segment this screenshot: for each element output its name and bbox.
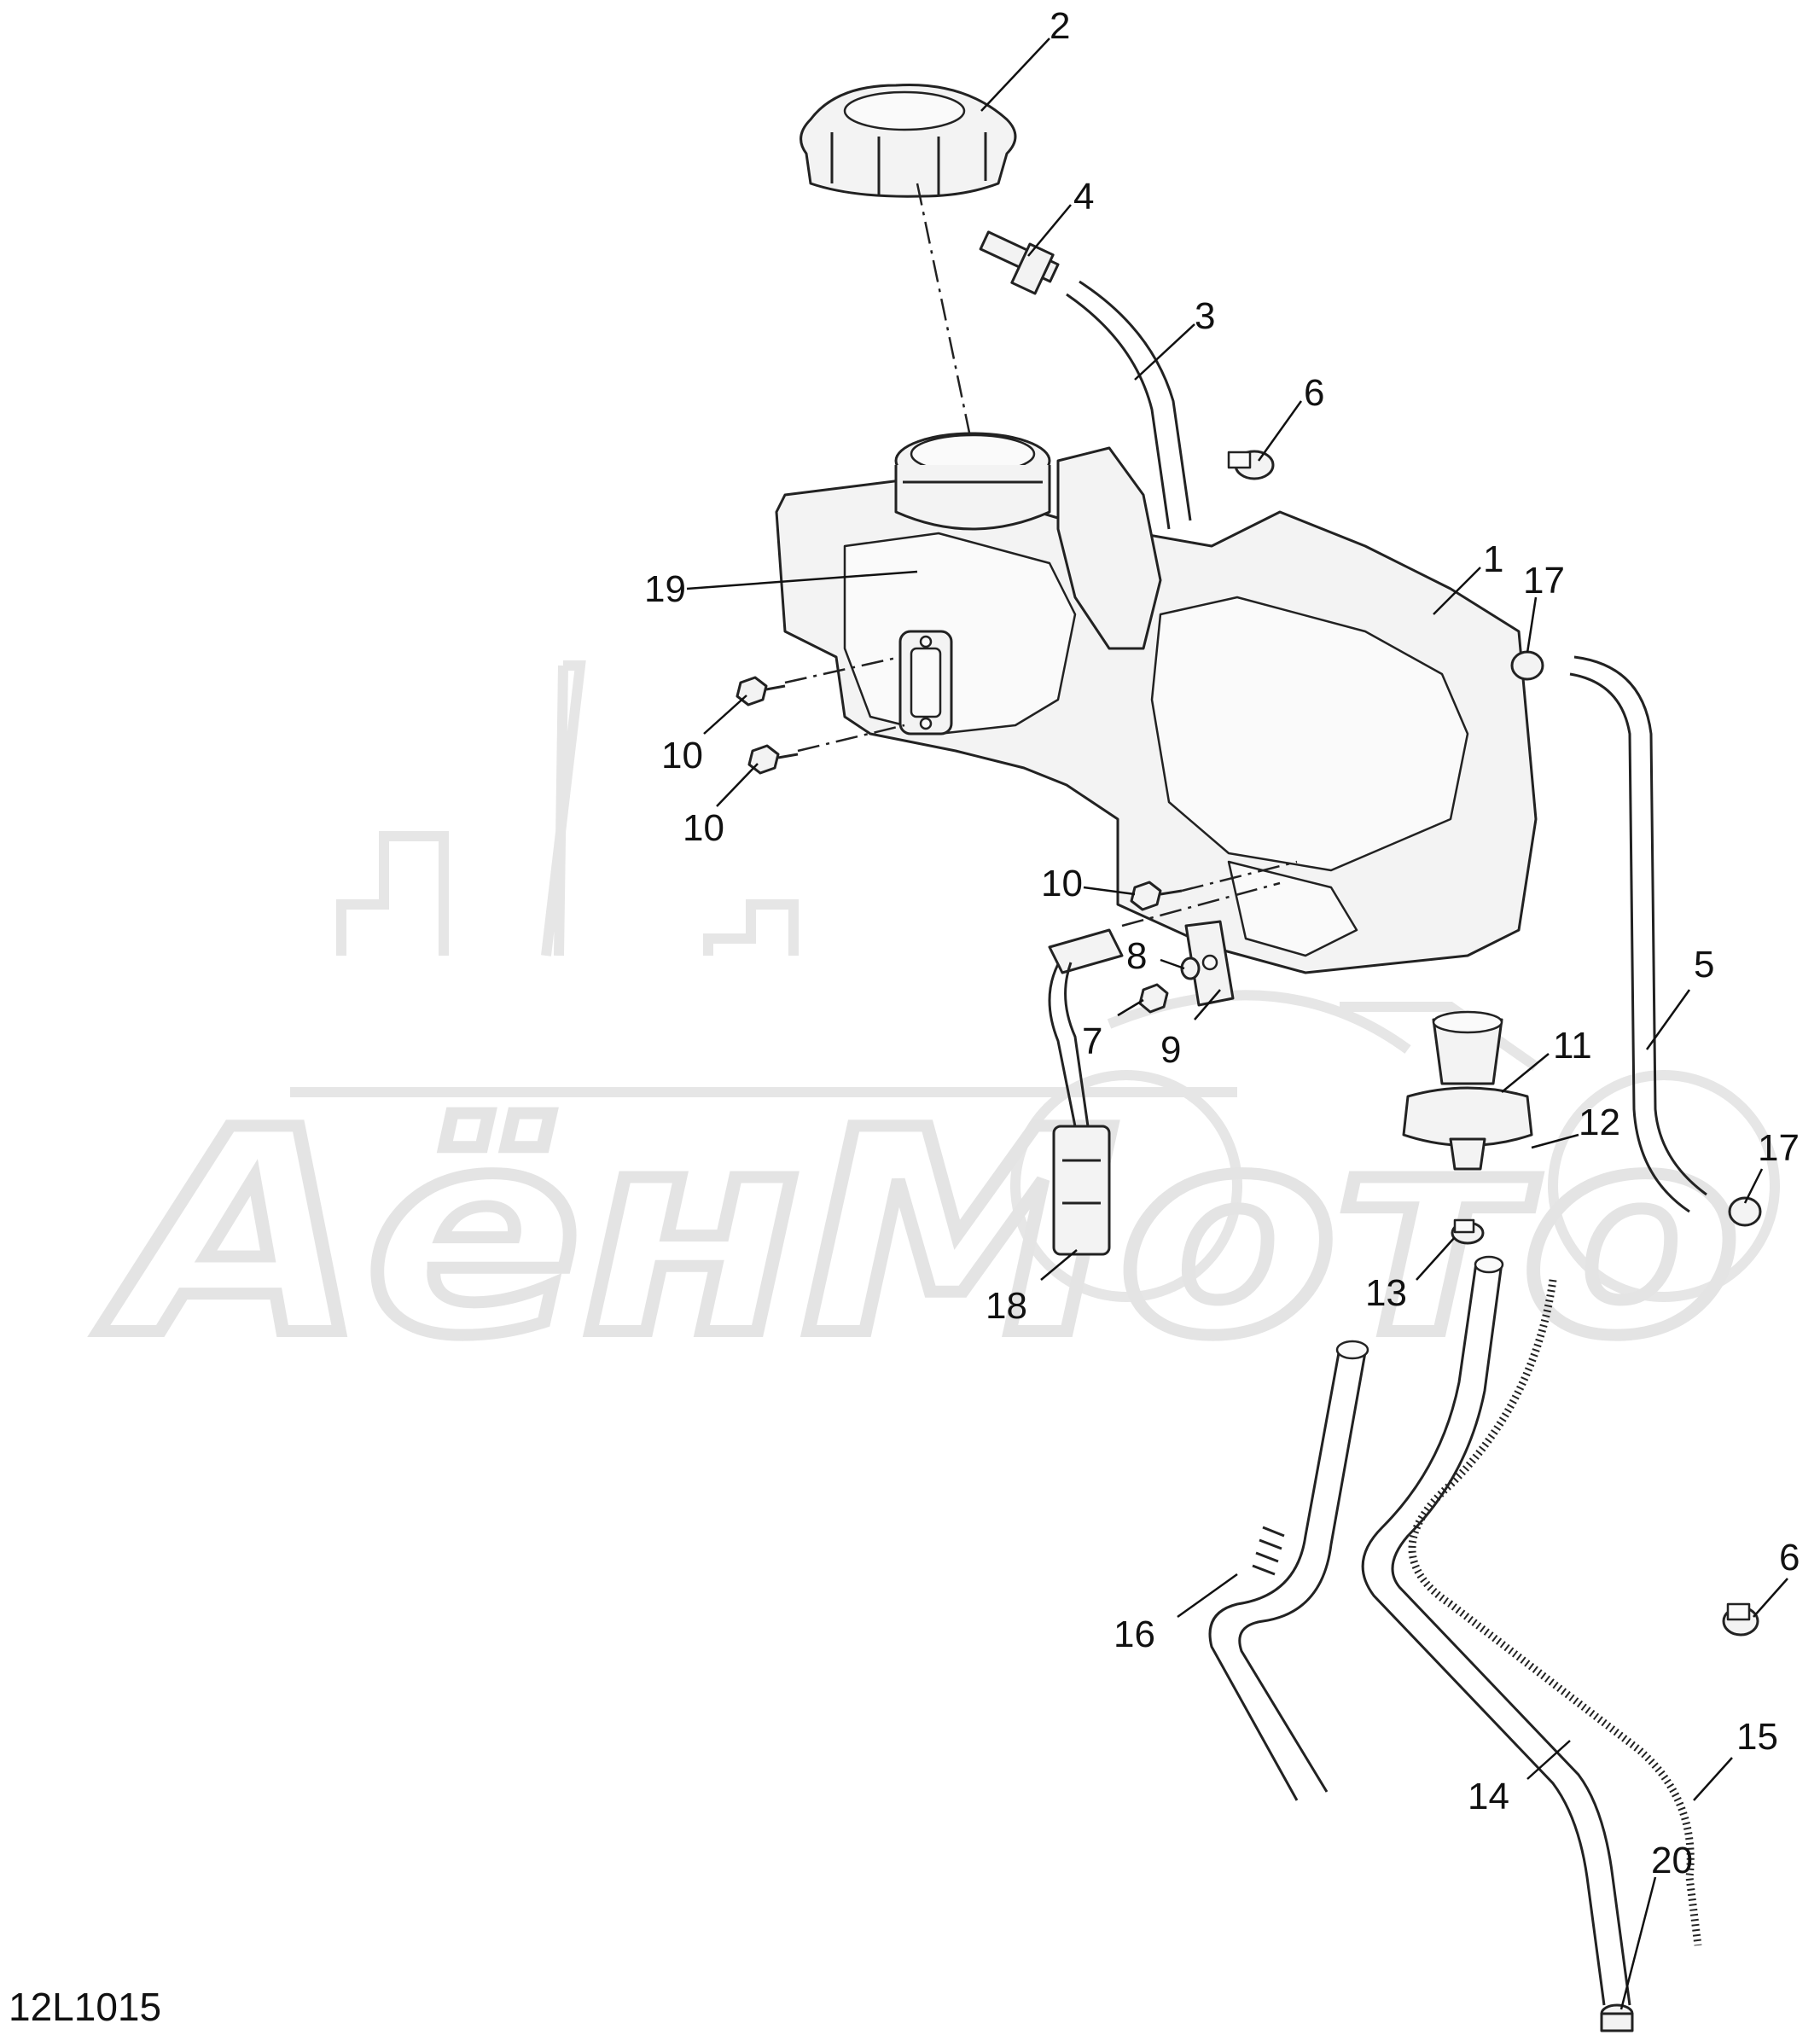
hose-14	[1361, 1262, 1631, 2006]
screw-10-lower	[747, 744, 799, 775]
callout-13: 13	[1365, 1272, 1407, 1314]
callout-10-c: 10	[1041, 863, 1083, 904]
callout-6-bottom: 6	[1779, 1537, 1800, 1579]
callout-5: 5	[1694, 944, 1714, 986]
callout-1: 1	[1483, 538, 1503, 580]
screw-axis-lower	[797, 724, 905, 753]
callout-16: 16	[1114, 1613, 1155, 1655]
screw-10-upper	[736, 676, 786, 706]
sensor-axis	[1121, 881, 1281, 927]
callout-12: 12	[1579, 1102, 1620, 1143]
fuel-cap	[800, 84, 1017, 198]
screw-axis-upper	[784, 655, 901, 684]
callout-14: 14	[1468, 1776, 1509, 1817]
callout-6-top: 6	[1304, 372, 1324, 414]
drawing-code: 12L1015	[9, 1985, 161, 2029]
hose-14-top	[1474, 1255, 1504, 1274]
screw-10-right	[1130, 881, 1183, 911]
callout-18: 18	[986, 1285, 1027, 1327]
clamp-17-upper	[1510, 650, 1544, 681]
vent-hose	[1066, 280, 1192, 530]
callout-10-b: 10	[683, 807, 724, 849]
hose-16-top	[1335, 1340, 1369, 1360]
callout-19: 19	[644, 568, 686, 610]
hose-16-spring	[1252, 1526, 1285, 1576]
screw-axis-right	[1181, 860, 1298, 892]
callout-9: 9	[1160, 1029, 1181, 1071]
clamp-17-lower	[1728, 1196, 1762, 1227]
hose-16	[1208, 1347, 1367, 1801]
callout-15: 15	[1736, 1716, 1778, 1758]
callout-8: 8	[1126, 935, 1147, 977]
callout-10-a: 10	[661, 735, 703, 776]
clamp-lower	[1722, 1602, 1759, 1637]
clamp-13	[1451, 1218, 1485, 1245]
callout-11: 11	[1553, 1025, 1592, 1067]
vent-fitting	[979, 230, 1060, 295]
cap-centerline	[916, 183, 979, 470]
leader-lines	[686, 38, 1788, 2010]
vent-hose-long	[1569, 655, 1707, 1213]
callout-4: 4	[1073, 176, 1094, 218]
callout-2: 2	[1050, 5, 1070, 47]
callout-17-top: 17	[1523, 560, 1565, 602]
nut	[1138, 983, 1169, 1014]
fuel-valve	[1402, 1010, 1533, 1171]
callout-3: 3	[1195, 295, 1215, 337]
callout-labels: 2 4 3 6 1 17 19 10 10 10 8 7 9 5 11 12 1…	[644, 5, 1800, 1881]
callout-7: 7	[1082, 1020, 1102, 1062]
end-fitting-20	[1600, 2003, 1634, 2032]
fuel-level-sensor	[1048, 928, 1124, 1256]
clamp-top	[1227, 450, 1275, 480]
callout-20: 20	[1651, 1840, 1693, 1881]
callout-17-bottom: 17	[1758, 1127, 1800, 1169]
fuel-gauge-window	[898, 630, 953, 736]
filler-neck	[894, 432, 1051, 531]
